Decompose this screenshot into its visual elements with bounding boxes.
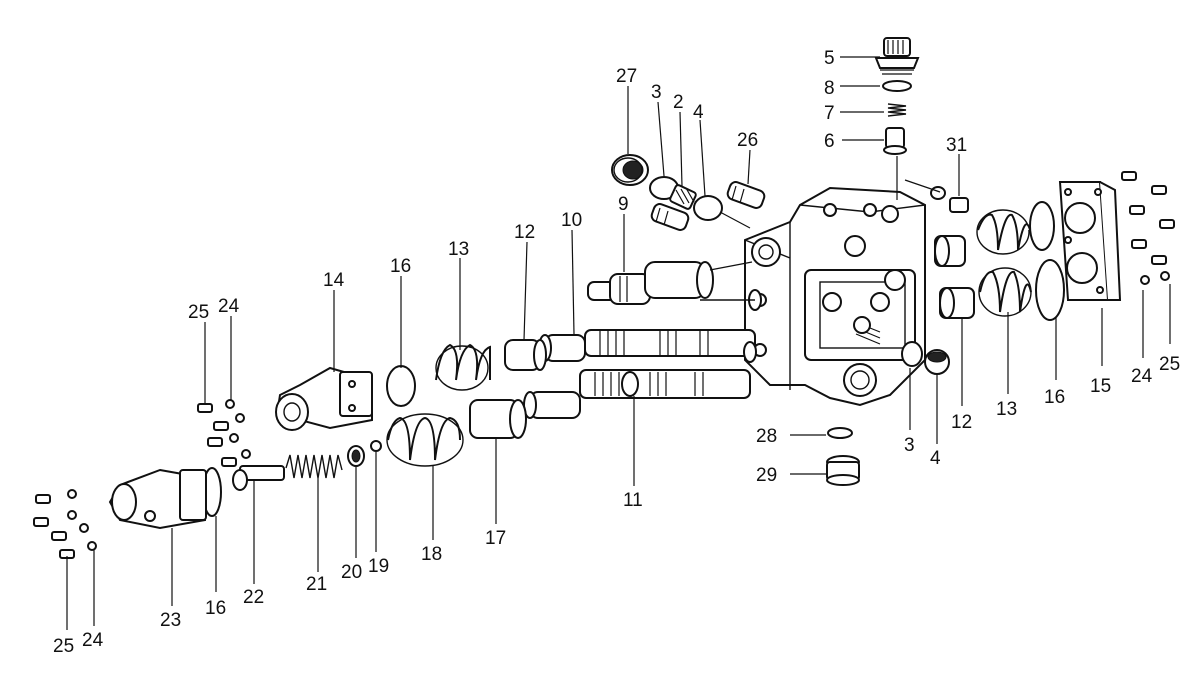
cap-27: [611, 154, 649, 186]
callout-10: 10: [561, 210, 582, 231]
callout-26: 26: [737, 130, 758, 151]
o-ring-16a: [386, 365, 416, 407]
piston-12a: [504, 339, 547, 371]
callout-16: 16: [205, 598, 226, 619]
callout-25: 25: [1159, 354, 1180, 375]
callout-12: 12: [951, 412, 972, 433]
leader-lines: [66, 56, 1171, 630]
callout-11: 11: [623, 490, 643, 511]
housing-23: [108, 468, 207, 530]
callout-13: 13: [448, 239, 469, 260]
callout-24: 24: [218, 296, 240, 317]
callout-17: 17: [485, 528, 506, 549]
screw-2: [669, 184, 697, 210]
callout-19: 19: [368, 556, 389, 577]
callout-16: 16: [1044, 387, 1065, 408]
spring-18: [386, 413, 464, 467]
callout-5: 5: [824, 48, 835, 69]
plug-29: [826, 455, 860, 486]
spool-11: [523, 341, 757, 419]
callout-2: 2: [673, 92, 684, 113]
spool-10: [538, 289, 762, 362]
callout-6: 6: [824, 131, 835, 152]
spring-13a: [435, 343, 491, 391]
callout-12: 12: [514, 222, 535, 243]
callout-28: 28: [756, 426, 777, 447]
callout-4: 4: [693, 102, 704, 123]
washer-20: [347, 445, 365, 467]
bolt-cluster-right: [1121, 171, 1175, 285]
callout-27: 27: [616, 66, 637, 87]
bolt-cluster-mid: [197, 399, 251, 467]
plug-31: [904, 179, 969, 213]
callout-29: 29: [756, 465, 777, 486]
pin-22: [232, 465, 285, 491]
callout-13: 13: [996, 399, 1017, 420]
plug-5: [874, 37, 920, 75]
callout-31: 31: [946, 135, 967, 156]
callout-25: 25: [53, 636, 74, 657]
callout-25: 25: [188, 302, 209, 323]
callout-15: 15: [1090, 376, 1111, 397]
o-ring-28: [827, 427, 853, 439]
callout-22: 22: [243, 587, 264, 608]
callout-14: 14: [323, 270, 345, 291]
callout-3: 3: [651, 82, 662, 103]
callout-23: 23: [160, 610, 181, 631]
valve-26: [650, 181, 766, 231]
spool-9: [587, 261, 753, 305]
callout-4: 4: [930, 448, 941, 469]
callout-16: 16: [390, 256, 411, 277]
callout-8: 8: [824, 78, 835, 99]
o-ring-8: [882, 80, 912, 92]
callout-9: 9: [618, 194, 629, 215]
callout-21: 21: [306, 574, 327, 595]
sleeve-17: [469, 399, 527, 439]
spring-21: [285, 454, 343, 479]
housing-14: [275, 366, 373, 431]
callout-20: 20: [341, 562, 362, 583]
valve-body: [744, 186, 926, 407]
sleeve-6: [883, 127, 907, 155]
ring-19: [370, 440, 382, 452]
pistons-12b: [934, 235, 975, 319]
callout-3: 3: [904, 435, 915, 456]
callout-24: 24: [82, 630, 104, 651]
callout-24: 24: [1131, 366, 1153, 387]
callout-18: 18: [421, 544, 442, 565]
callout-labels: 5 8 7 6 31 27 3 2 4 26 9 12 10 13 16 14 …: [53, 48, 1180, 657]
cover-15: [1058, 181, 1122, 301]
o-rings-16b: [1029, 201, 1065, 321]
springs-13b: [976, 209, 1032, 317]
spring-7: [887, 103, 907, 117]
bolt-cluster-left: [33, 489, 97, 559]
callout-7: 7: [824, 103, 835, 124]
plug-4a: [693, 195, 723, 221]
